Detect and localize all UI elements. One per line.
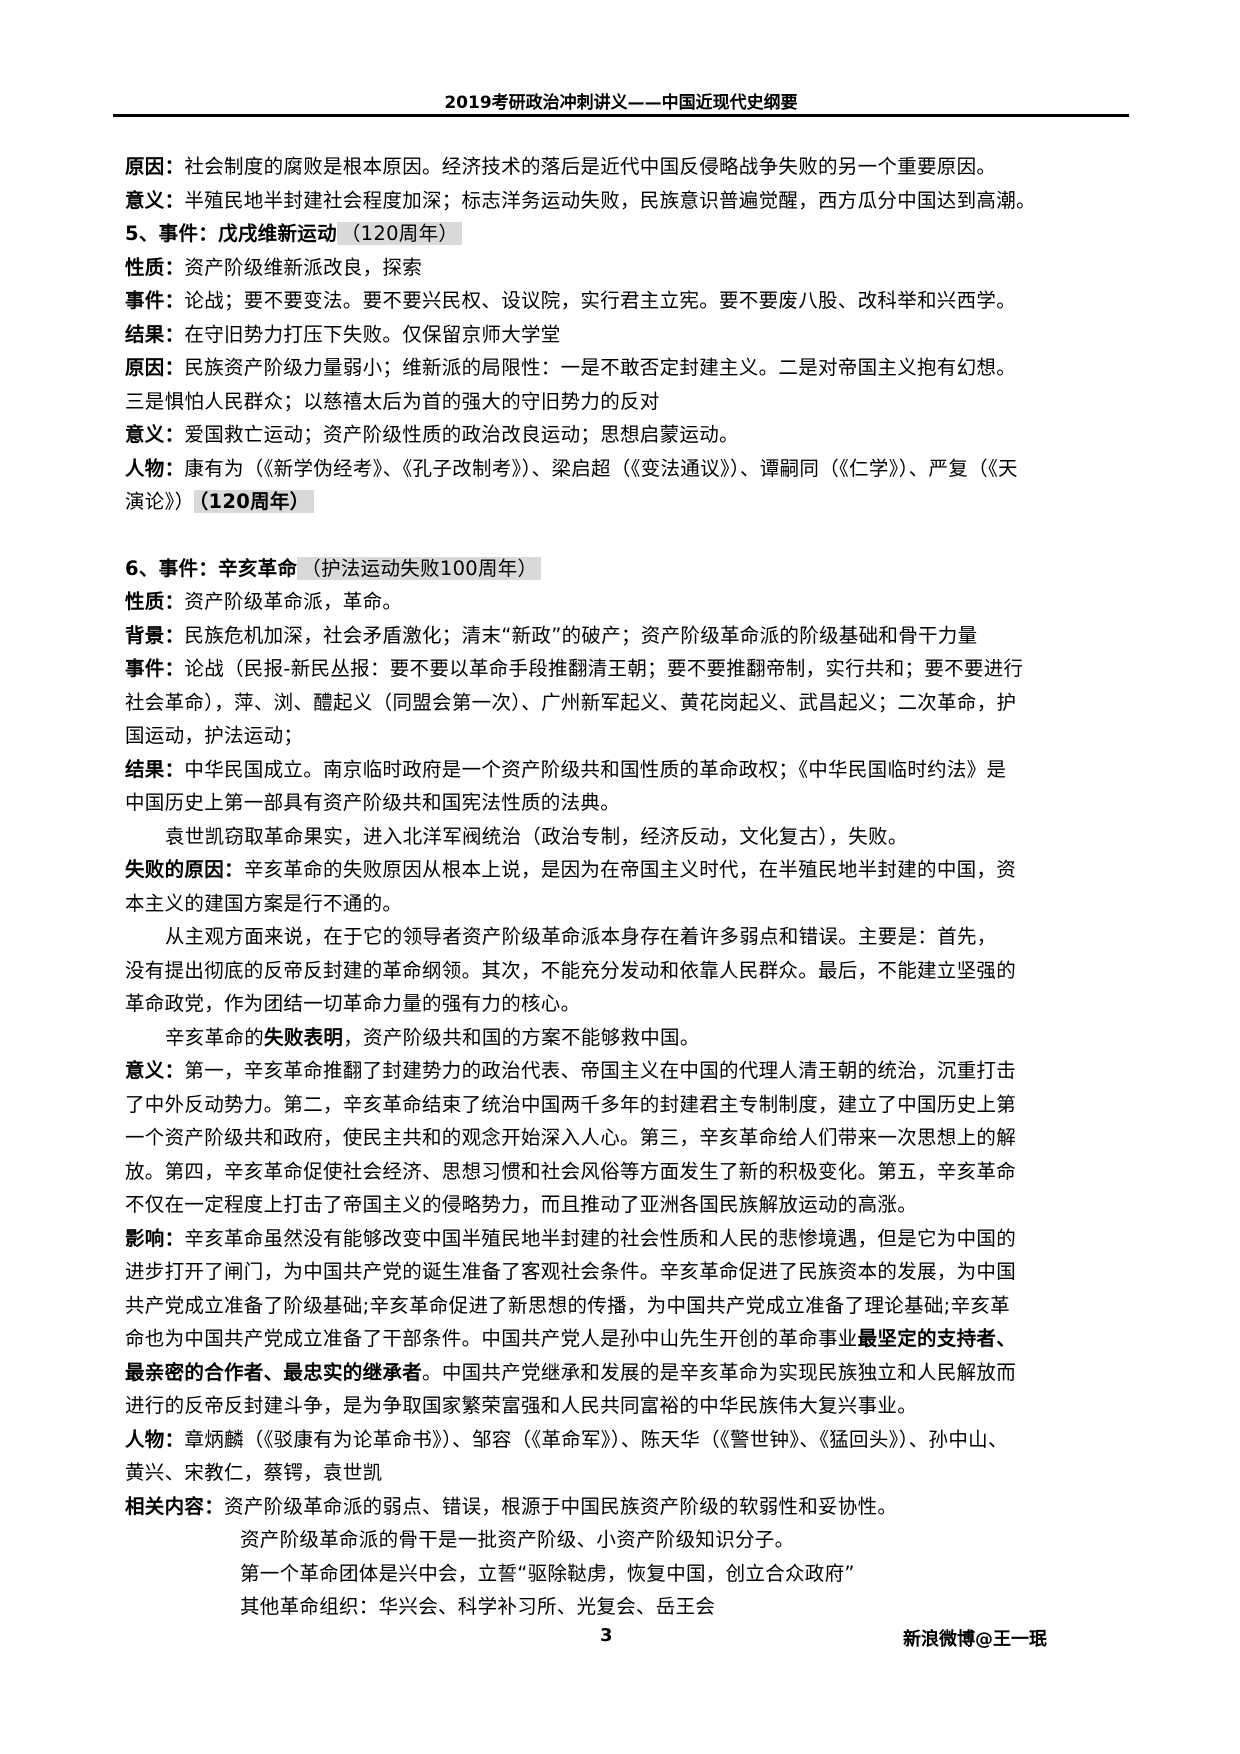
page-header-title: 2019考研政治冲刺讲义——中国近现代史纲要 [444,93,798,113]
author-signature: 新浪微博@王一珉 [903,1629,1047,1650]
sec5-nature: 性质：资产阶级维新派改良，探索 [125,251,1129,285]
text: 论战；要不要变法。要不要兴民权、设议院，实行君主立宪。要不要废八股、改科举和兴西… [184,289,1017,312]
text: 论战（民报-新民丛报：要不要以革命手段推翻清王朝；要不要推翻帝制，实行共和；要不… [184,657,1024,680]
sec6-meaning: 意义：第一，辛亥革命推翻了封建势力的政治代表、帝国主义在中国的代理人清王朝的统治… [125,1054,1129,1088]
sec5-event: 事件：论战；要不要变法。要不要兴民权、设议院，实行君主立宪。要不要废八股、改科举… [125,284,1129,318]
text: 社会制度的腐败是根本原因。经济技术的落后是近代中国反侵略战争失败的另一个重要原因… [184,155,997,178]
anniversary-highlight: （护法运动失败100周年） [297,556,542,580]
label: 失败的原因： [125,858,244,881]
sec6-failure-cont: 从主观方面来说，在于它的领导者资产阶级革命派本身存在着许多弱点和错误。主要是：首… [165,925,997,948]
text: 章炳麟（《驳康有为论革命书》）、邹容（《革命军》）、陈天华（《警世钟》、《猛回头… [184,1427,1008,1451]
sec6-influence-cont: 最亲密的合作者、最忠实的继承者。中国共产党继承和发展的是辛亥革命为实现民族独立和… [125,1356,1129,1390]
spacer [125,519,1129,552]
sec6-influence-cont: 进行的反帝反封建斗争，是为争取国家繁荣富强和人民共同富裕的中华民族伟大复兴事业。 [125,1394,918,1417]
label: 性质： [125,255,185,279]
sec6-event-cont: 社会革命），萍、浏、醴起义（同盟会第一次）、广州新军起义、黄花岗起义、武昌起义；… [125,690,1017,714]
sec6-people: 人物：章炳麟（《驳康有为论革命书》）、邹容（《革命军》）、陈天华（《警世钟》、《… [125,1423,1129,1457]
sec6-related-cont: 资产阶级革命派的骨干是一批资产阶级、小资产阶级知识分子。 [240,1528,795,1551]
text: 民族危机加深，社会矛盾激化；清末“新政”的破产；资产阶级革命派的阶级基础和骨干力… [184,623,978,647]
label: 人物： [125,456,185,480]
text: 半殖民地半封建社会程度加深；标志洋务运动失败，民族意识普遍觉醒，西方瓜分中国达到… [184,188,1036,212]
page-number: 3 [600,1625,613,1646]
emphasis: 失败表明 [264,1025,344,1049]
label: 意义： [125,1059,185,1082]
header-divider [113,114,1129,117]
anniversary-highlight: （120周年） [194,490,314,513]
label: 影响： [125,1226,185,1250]
label: 事件： [125,289,185,312]
sec5-heading: 5、事件：戊戌维新运动（120周年） [125,217,1129,251]
sec6-result-cont: 袁世凯窃取革命果实，进入北洋军阀统治（政治专制，经济反动，文化复古），失败。 [165,824,908,848]
text: 资产阶级维新派改良，探索 [184,255,423,279]
text: 演论》） [125,490,195,513]
label: 结果： [125,757,185,781]
sec6-event: 事件：论战（民报-新民丛报：要不要以革命手段推翻清王朝；要不要推翻帝制，实行共和… [125,652,1129,686]
emphasis: 最亲密的合作者、最忠实的继承者 [125,1360,423,1384]
sec6-related: 相关内容：资产阶级革命派的弱点、错误，根源于中国民族资产阶级的软弱性和妥协性。 [125,1490,1129,1524]
sec5-people-cont: 演论》）（120周年） [125,485,1129,519]
text: 第一，辛亥革命推翻了封建势力的政治代表、帝国主义在中国的代理人清王朝的统治，沉重… [184,1059,1017,1082]
text: 。中国共产党继承和发展的是辛亥革命为实现民族独立和人民解放而 [422,1360,1017,1384]
text: 民族资产阶级力量弱小；维新派的局限性：一是不敢否定封建主义。二是对帝国主义抱有幻… [184,356,1017,379]
section-heading: 5、事件：戊戌维新运动 [125,222,337,245]
sec6-influence: 影响：辛亥革命虽然没有能够改变中国半殖民地半封建的社会性质和人民的悲惨境遇，但是… [125,1222,1129,1256]
sec5-result: 结果：在守旧势力打压下失败。仅保留京师大学堂 [125,318,1129,352]
sec6-failure-cont: 没有提出彻底的反帝反封建的革命纲领。其次，不能充分发动和依靠人民群众。最后，不能… [125,958,1017,982]
text: 在守旧势力打压下失败。仅保留京师大学堂 [184,322,561,346]
sec6-meaning-cont: 一个资产阶级共和政府，使民主共和的观念开始深入人心。第三，辛亥革命给人们带来一次… [125,1126,1017,1149]
label: 性质： [125,590,185,613]
sec6-result: 结果：中华民国成立。南京临时政府是一个资产阶级共和国性质的革命政权；《中华民国临… [125,753,1129,787]
anniversary-highlight: （120周年） [336,222,463,245]
sec4-meaning: 意义：半殖民地半封建社会程度加深；标志洋务运动失败，民族意识普遍觉醒，西方瓜分中… [125,184,1129,218]
text: 资产阶级革命派的弱点、错误，根源于中国民族资产阶级的软弱性和妥协性。 [224,1494,898,1518]
label: 原因： [125,155,185,178]
text: 中华民国成立。南京临时政府是一个资产阶级共和国性质的革命政权；《中华民国临时约法… [184,757,1007,781]
label: 意义： [125,188,185,212]
sec5-meaning: 意义：爱国救亡运动；资产阶级性质的政治改良运动；思想启蒙运动。 [125,418,1129,452]
sec6-heading: 6、事件：辛亥革命（护法运动失败100周年） [125,552,1129,586]
sec6-influence-cont: 共产党成立准备了阶级基础;辛亥革命促进了新思想的传播，为中国共产党成立准备了理论… [125,1293,1010,1317]
sec6-meaning-cont: 了中外反动势力。第二，辛亥革命结束了统治中国两千多年的封建君主专制制度，建立了中… [125,1092,1017,1116]
text: 辛亥革命虽然没有能够改变中国半殖民地半封建的社会性质和人民的悲惨境遇，但是它为中… [184,1226,1017,1250]
section-heading: 6、事件：辛亥革命 [125,556,298,580]
sec6-influence-cont: 进步打开了闸门，为中国共产党的诞生准备了客观社会条件。辛亥革命促进了民族资本的发… [125,1260,1017,1283]
emphasis: 最坚定的支持者、 [857,1327,1017,1350]
sec6-related-cont: 第一个革命团体是兴中会，立誓“驱除鞑虏，恢复中国，创立合众政府” [240,1561,855,1585]
sec6-failure-cont: 本主义的建国方案是行不通的。 [125,891,403,915]
sec5-reason-cont: 三是惧怕人民群众；以慈禧太后为首的强大的守旧势力的反对 [125,389,660,413]
label: 意义： [125,423,185,446]
sec6-people-cont: 黄兴、宋教仁，蔡锷，袁世凯 [125,1461,383,1484]
sec6-failure-cont: 革命政党，作为团结一切革命力量的强有力的核心。 [125,992,581,1015]
sec5-people: 人物：康有为（《新学伪经考》、《孔子改制考》）、梁启超（《变法通议》）、谭嗣同（… [125,452,1129,486]
text: 辛亥革命的失败原因从根本上说，是因为在帝国主义时代，在半殖民地半封建的中国，资 [243,858,1017,881]
text: 康有为（《新学伪经考》、《孔子改制考》）、梁启超（《变法通议》）、谭嗣同（《仁学… [184,456,1018,480]
sec6-related-cont: 其他革命组织：华兴会、科学补习所、光复会、岳王会 [240,1595,716,1618]
label: 结果： [125,322,185,346]
label: 背景： [125,623,185,647]
sec6-event-cont: 国运动，护法运动； [125,724,304,747]
text: 爱国救亡运动；资产阶级性质的政治改良运动；思想启蒙运动。 [184,423,739,446]
text: ，资产阶级共和国的方案不能够救中国。 [343,1025,700,1049]
label: 原因： [125,356,185,379]
sec6-meaning-cont: 不仅在一定程度上打击了帝国主义的侵略势力，而且推动了亚洲各国民族解放运动的高涨。 [125,1193,918,1216]
sec6-meaning-cont: 放。第四，辛亥革命促使社会经济、思想习惯和社会风俗等方面发生了新的积极变化。第五… [125,1159,1017,1183]
sec6-background: 背景：民族危机加深，社会矛盾激化；清末“新政”的破产；资产阶级革命派的阶级基础和… [125,619,1129,653]
sec4-reason: 原因：社会制度的腐败是根本原因。经济技术的落后是近代中国反侵略战争失败的另一个重… [125,150,1129,184]
sec6-failure-show: 辛亥革命的失败表明，资产阶级共和国的方案不能够救中国。 [125,1021,1129,1055]
text: 命也为中国共产党成立准备了干部条件。中国共产党人是孙中山先生开创的革命事业 [125,1327,858,1350]
sec6-result-cont: 中国历史上第一部具有资产阶级共和国宪法性质的法典。 [125,791,621,814]
text: 辛亥革命的 [165,1025,265,1049]
label: 相关内容： [125,1494,225,1518]
label: 人物： [125,1427,185,1451]
label: 事件： [125,657,185,680]
text: 资产阶级革命派，革命。 [184,590,403,613]
sec6-influence-cont: 命也为中国共产党成立准备了干部条件。中国共产党人是孙中山先生开创的革命事业最坚定… [125,1322,1129,1356]
sec6-failure: 失败的原因：辛亥革命的失败原因从根本上说，是因为在帝国主义时代，在半殖民地半封建… [125,853,1129,887]
sec6-nature: 性质：资产阶级革命派，革命。 [125,585,1129,619]
sec5-reason: 原因：民族资产阶级力量弱小；维新派的局限性：一是不敢否定封建主义。二是对帝国主义… [125,351,1129,385]
document-body: 原因：社会制度的腐败是根本原因。经济技术的落后是近代中国反侵略战争失败的另一个重… [125,150,1129,1624]
